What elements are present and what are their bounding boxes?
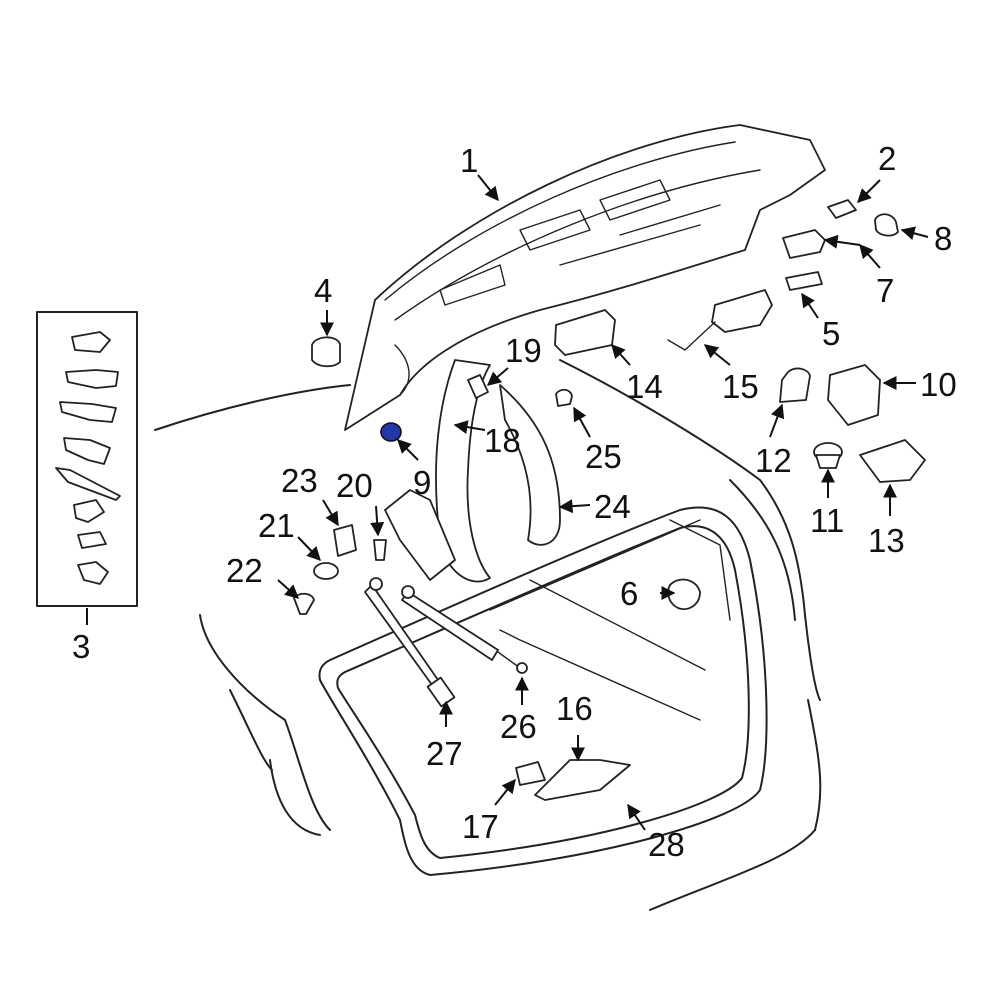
callout-11: 11 <box>810 502 844 539</box>
trunk-lid <box>344 124 826 431</box>
callout-21: 21 <box>258 507 295 544</box>
hinges <box>384 359 561 583</box>
callout-8: 8 <box>934 220 952 257</box>
callout-23: 23 <box>281 462 318 499</box>
callout-2: 2 <box>878 140 896 177</box>
callout-13: 13 <box>868 522 905 559</box>
callout-10: 10 <box>920 366 957 403</box>
callout-6: 6 <box>620 575 638 612</box>
callout-20: 20 <box>336 467 373 504</box>
callout-12: 12 <box>755 442 792 479</box>
callout-4: 4 <box>314 272 332 309</box>
callout-15: 15 <box>722 368 759 405</box>
callout-18: 18 <box>484 422 521 459</box>
callout-26: 26 <box>500 708 537 745</box>
car-body <box>154 359 822 911</box>
callout-7: 7 <box>876 272 894 309</box>
gas-struts <box>364 577 528 708</box>
small-parts <box>293 199 926 801</box>
hardware-box <box>36 311 138 607</box>
callout-9: 9 <box>413 464 431 501</box>
callout-24: 24 <box>594 488 631 525</box>
callout-25: 25 <box>585 438 622 475</box>
callout-5: 5 <box>822 315 840 352</box>
callout-19: 19 <box>505 332 542 369</box>
weatherstrip-seal <box>318 506 768 876</box>
highlighted-part-9 <box>380 422 402 442</box>
callout-16: 16 <box>556 690 593 727</box>
callout-22: 22 <box>226 552 263 589</box>
callout-14: 14 <box>626 368 663 405</box>
callout-27: 27 <box>426 735 463 772</box>
callout-1: 1 <box>460 142 478 179</box>
callout-17: 17 <box>462 808 499 845</box>
callout-28: 28 <box>648 826 685 863</box>
callout-3: 3 <box>72 628 90 665</box>
callout-labels: 1 2 3 4 5 6 7 8 9 10 11 12 13 14 15 16 1… <box>72 140 957 863</box>
leader-lines <box>86 174 929 831</box>
